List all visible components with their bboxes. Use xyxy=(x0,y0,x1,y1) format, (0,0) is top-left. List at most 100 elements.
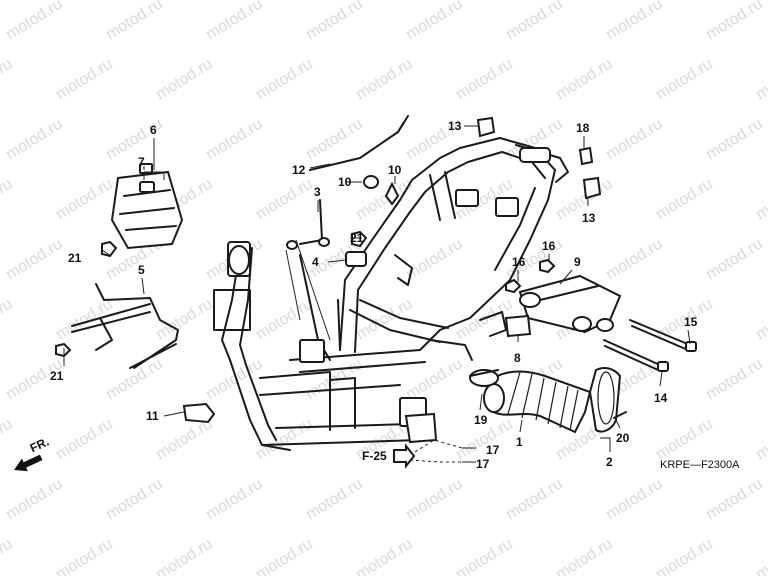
watermark-text: motod.ru xyxy=(3,116,66,164)
watermark-text: motod.ru xyxy=(0,416,16,464)
watermark-text: motod.ru xyxy=(0,176,16,224)
watermark-text: motod.ru xyxy=(653,416,716,464)
callout-10-left: 10 xyxy=(338,175,352,189)
watermark-text: motod.ru xyxy=(103,0,166,43)
watermark-text: motod.ru xyxy=(703,116,766,164)
callout-17-bottom: 17 xyxy=(476,457,490,471)
watermark-text: motod.ru xyxy=(353,536,416,576)
watermark-text: motod.ru xyxy=(103,476,166,524)
engine-hanger-assembly xyxy=(504,258,697,372)
callout-11: 11 xyxy=(146,409,159,423)
watermark-text: motod.ru xyxy=(703,236,766,284)
watermark-text: motod.ru xyxy=(53,296,116,344)
watermark-text: motod.ru xyxy=(153,536,216,576)
watermark-text: motod.ru xyxy=(303,116,366,164)
callout-16-left: 16 xyxy=(512,255,526,269)
watermark-text: motod.ru xyxy=(503,476,566,524)
watermark-text: motod.ru xyxy=(253,416,316,464)
callout-18: 18 xyxy=(576,121,590,135)
watermark-text: motod.ru xyxy=(3,236,66,284)
watermark-text: motod.ru xyxy=(53,176,116,224)
watermark-text: motod.ru xyxy=(553,536,616,576)
watermark-text: motod.ru xyxy=(253,56,316,104)
watermark-text: motod.ru xyxy=(3,0,66,43)
watermark-text: motod.ru xyxy=(353,56,416,104)
watermark-text: motod.ru xyxy=(103,356,166,404)
watermark-text: motod.ru xyxy=(653,176,716,224)
callout-12: 12 xyxy=(292,163,306,177)
watermark-text: motod.ru xyxy=(453,56,516,104)
watermark-text: motod.ru xyxy=(153,296,216,344)
watermark-text: motod.ru xyxy=(203,356,266,404)
watermark-text: motod.ru xyxy=(753,536,768,576)
watermark-text: motod.ru xyxy=(603,236,666,284)
callout-19: 19 xyxy=(474,413,488,427)
callout-8: 8 xyxy=(514,351,521,365)
callout-21-bottom: 21 xyxy=(50,369,64,383)
watermark-text: motod.ru xyxy=(553,56,616,104)
callout-numbers: 6 7 21 5 21 11 12 3 10 10 4 21 13 18 13 … xyxy=(50,119,698,471)
watermark-text: motod.ru xyxy=(653,56,716,104)
front-label: FR. xyxy=(28,434,51,455)
callout-7: 7 xyxy=(138,155,145,169)
callout-10-right: 10 xyxy=(388,163,402,177)
f25-reference: F-25 xyxy=(362,443,416,469)
watermark-text: motod.ru xyxy=(153,56,216,104)
callout-21-top: 21 xyxy=(68,251,82,265)
left-side-parts xyxy=(55,163,368,424)
watermark-text: motod.ru xyxy=(253,536,316,576)
leader-lines xyxy=(63,125,691,463)
callout-4: 4 xyxy=(312,255,319,269)
main-frame xyxy=(213,137,569,451)
front-indicator: FR. xyxy=(14,434,51,472)
diagram-code: KRPE—F2300A xyxy=(660,459,740,471)
callout-14: 14 xyxy=(654,391,668,405)
watermark-text: motod.ru xyxy=(53,416,116,464)
air-duct-assembly xyxy=(469,367,627,434)
watermark-text: motod.ru xyxy=(403,236,466,284)
watermark-text: motod.ru xyxy=(0,56,16,104)
callout-17-top: 17 xyxy=(486,443,500,457)
watermark-text: motod.ru xyxy=(703,0,766,43)
callout-3: 3 xyxy=(314,185,321,199)
watermark-text: motod.ru xyxy=(53,56,116,104)
watermark-text: motod.ru xyxy=(403,0,466,43)
watermark-text: motod.ru xyxy=(603,476,666,524)
callout-20: 20 xyxy=(616,431,630,445)
watermark-text: motod.ru xyxy=(0,296,16,344)
watermark-text: motod.ru xyxy=(3,476,66,524)
watermark-text: motod.ru xyxy=(253,176,316,224)
watermark-text: motod.ru xyxy=(203,476,266,524)
top-parts xyxy=(286,115,602,444)
callout-13-top: 13 xyxy=(448,119,462,133)
watermark-text: motod.ru xyxy=(603,116,666,164)
callout-13-right: 13 xyxy=(582,211,596,225)
watermark-text: motod.ru xyxy=(753,56,768,104)
reference-arrow-icon xyxy=(393,443,416,469)
watermark-text: motod.ru xyxy=(53,536,116,576)
reference-lines xyxy=(409,439,463,463)
watermark-text: motod.ru xyxy=(303,0,366,43)
watermark-text: motod.ru xyxy=(703,476,766,524)
watermark-text: motod.ru xyxy=(753,416,768,464)
watermark-text: motod.ru xyxy=(653,536,716,576)
callout-2: 2 xyxy=(606,455,613,469)
callout-15: 15 xyxy=(684,315,698,329)
watermark-text: motod.ru xyxy=(0,536,16,576)
watermark-text: motod.ru xyxy=(203,116,266,164)
watermark-text: motod.ru xyxy=(203,0,266,43)
callout-9: 9 xyxy=(574,255,581,269)
watermark-text: motod.ru xyxy=(603,0,666,43)
callout-21-mid: 21 xyxy=(350,231,364,245)
watermark-text: motod.ru xyxy=(753,296,768,344)
watermark-text: motod.ru xyxy=(403,476,466,524)
watermark-text: motod.ru xyxy=(703,356,766,404)
watermark-text: motod.ru xyxy=(753,176,768,224)
watermark-text: motod.ru xyxy=(303,476,366,524)
callout-6: 6 xyxy=(150,123,157,137)
callout-5: 5 xyxy=(138,263,145,277)
callout-1: 1 xyxy=(516,435,523,449)
